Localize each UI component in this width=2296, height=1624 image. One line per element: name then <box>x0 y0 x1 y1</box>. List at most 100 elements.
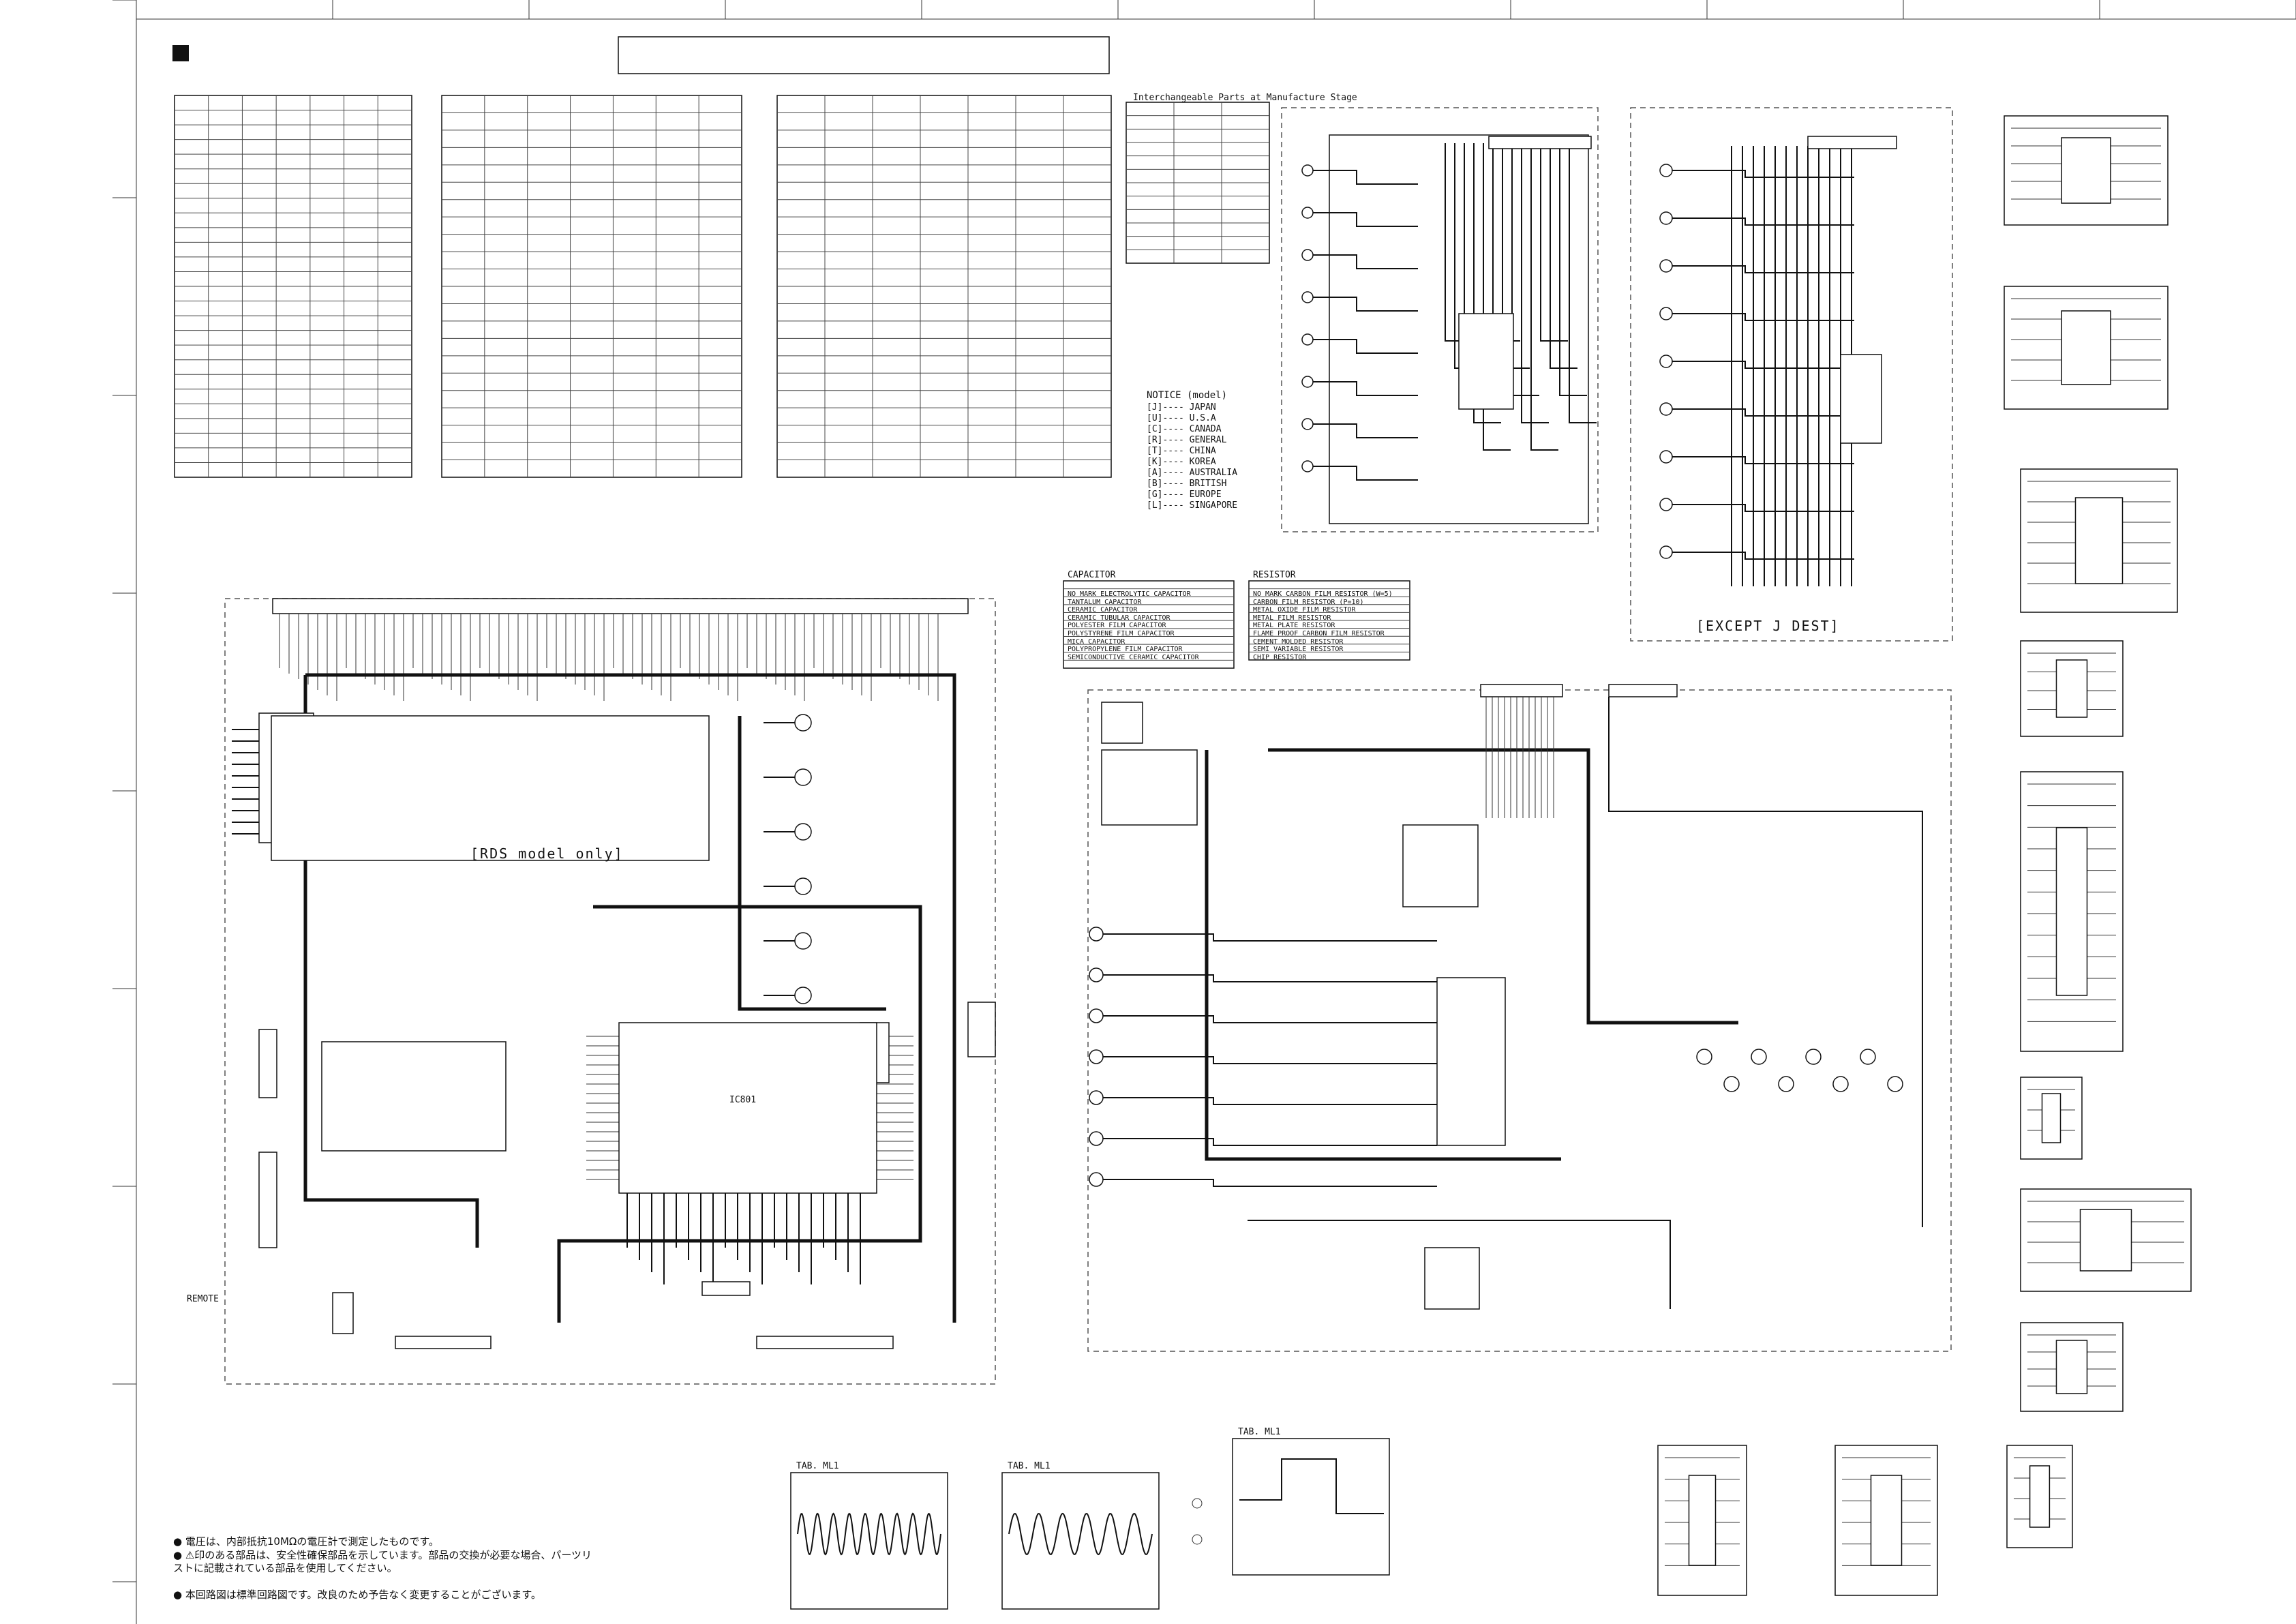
function-transistor <box>1751 1049 1767 1065</box>
function-bus <box>1205 750 1561 1161</box>
parts-table-2 <box>441 95 742 478</box>
top-ruler <box>136 0 2296 1624</box>
input-trace <box>1308 466 1418 481</box>
output-trace <box>1672 313 1854 321</box>
notice-item: [L]---- SINGAPORE <box>1147 500 1238 511</box>
output-trace <box>1672 361 1854 369</box>
resistor-legend-table <box>1248 580 1410 661</box>
capacitor-legend-table <box>1063 580 1235 669</box>
bottom-connector <box>756 1336 894 1349</box>
capacitor-row: MICA CAPACITOR <box>1068 637 1126 646</box>
notice-title: NOTICE (model) <box>1147 390 1228 401</box>
function-jack <box>1089 927 1104 942</box>
output-trace <box>1672 170 1854 178</box>
capacitor-row: POLYPROPYLENE FILM CAPACITOR <box>1068 646 1183 654</box>
input-jack <box>1301 164 1314 177</box>
ic-body <box>2055 827 2088 996</box>
resistor-row: CARBON FILM RESISTOR (P=10) <box>1253 598 1364 606</box>
function-jack <box>1089 1172 1104 1187</box>
function-trace <box>1103 1138 1437 1146</box>
input-trace <box>1308 297 1418 312</box>
function-jack <box>1089 967 1104 982</box>
left-ruler <box>112 0 136 1582</box>
ic-function <box>1436 977 1506 1146</box>
output-jack <box>1659 259 1673 273</box>
input-bus-trace <box>1483 143 1511 451</box>
notice-item: [R]---- GENERAL <box>1147 435 1227 445</box>
transistor <box>794 932 812 950</box>
function-connector <box>1480 684 1563 697</box>
output-trace <box>1672 552 1854 560</box>
output-connector <box>1807 136 1897 149</box>
waveform-scope-2 <box>1001 1472 1160 1610</box>
notice-item: [T]---- CHINA <box>1147 446 1216 456</box>
function-trace <box>1103 1015 1437 1023</box>
transistor <box>794 823 812 841</box>
notice-item: [A]---- AUSTRALIA <box>1147 468 1238 478</box>
capacitor-title: CAPACITOR <box>1068 570 1116 580</box>
input-trace <box>1308 212 1418 227</box>
ic-body <box>2061 310 2111 385</box>
resistor-title: RESISTOR <box>1253 570 1296 580</box>
notice-item: [K]---- KOREA <box>1147 457 1216 467</box>
ic-body <box>2074 497 2124 584</box>
side-connector <box>258 1152 277 1248</box>
input-bus-trace <box>1530 143 1558 451</box>
input-connector <box>1488 136 1592 149</box>
main-bus <box>303 675 479 1248</box>
note-standard: ● 本回路図は標準回路図です。改良のため予告なく変更することがございます。 <box>173 1589 541 1601</box>
function-jack <box>1089 1049 1104 1064</box>
function-bus <box>1268 748 1738 1025</box>
display-connector <box>967 1002 996 1057</box>
ic-body <box>2079 1209 2132 1272</box>
bottom-connector <box>395 1336 492 1349</box>
except-j-label: [EXCEPT J DEST] <box>1696 618 1840 634</box>
input-jack <box>1301 249 1314 261</box>
remote-sensor <box>332 1292 354 1334</box>
transistor <box>794 714 812 732</box>
resistor-row: CHIP RESISTOR <box>1253 653 1307 661</box>
main-bus <box>738 716 886 1011</box>
input-bus-trace <box>1540 143 1568 342</box>
main-bus <box>557 905 922 1323</box>
input-selector-block <box>1281 107 1599 532</box>
capacitor-row: NO MARK ELECTROLYTIC CAPACITOR <box>1068 590 1191 598</box>
input-trace <box>1308 254 1418 269</box>
ic-body <box>2041 1093 2061 1143</box>
ic-body <box>2029 1465 2051 1528</box>
input-bus-trace <box>1550 143 1577 369</box>
resistor-row: CEMENT MOLDED RESISTOR <box>1253 637 1344 646</box>
waveform-scope-1 <box>790 1472 948 1610</box>
function-ic-bottom <box>1424 1247 1480 1310</box>
function-board <box>1087 684 1952 1352</box>
function-trace <box>1103 1097 1437 1105</box>
function-transistor <box>1778 1076 1794 1092</box>
notice-item: [J]---- JAPAN <box>1147 402 1216 412</box>
remote-label: REMOTE <box>187 1294 219 1304</box>
ic-selector <box>1402 824 1479 907</box>
output-trace <box>1672 408 1854 417</box>
bottom-connector <box>701 1281 751 1296</box>
function-trace <box>1608 697 1923 1227</box>
output-ic <box>1840 354 1882 444</box>
main-bus <box>305 673 956 1323</box>
input-trace <box>1308 170 1418 185</box>
input-selector-ic <box>1458 313 1514 410</box>
interchangeable-title: Interchangeable Parts at Manufacture Sta… <box>1133 93 1357 103</box>
title-box <box>618 36 1110 74</box>
input-trace <box>1308 381 1418 396</box>
main-board <box>224 598 996 1385</box>
input-bus-trace <box>1559 143 1587 396</box>
waveform-scope-3 <box>1232 1438 1390 1576</box>
parts-table-1 <box>174 95 412 478</box>
function-jack <box>1089 1090 1104 1105</box>
notice-item: [U]---- U.S.A <box>1147 413 1216 423</box>
capacitor-row: CERAMIC CAPACITOR <box>1068 606 1138 614</box>
output-jack <box>1659 545 1673 559</box>
input-trace <box>1308 423 1418 438</box>
input-jack <box>1301 418 1314 430</box>
resistor-row: SEMI VARIABLE RESISTOR <box>1253 646 1344 654</box>
function-transistor <box>1696 1049 1712 1065</box>
pin-table-box <box>1101 702 1143 744</box>
input-jack <box>1301 291 1314 303</box>
